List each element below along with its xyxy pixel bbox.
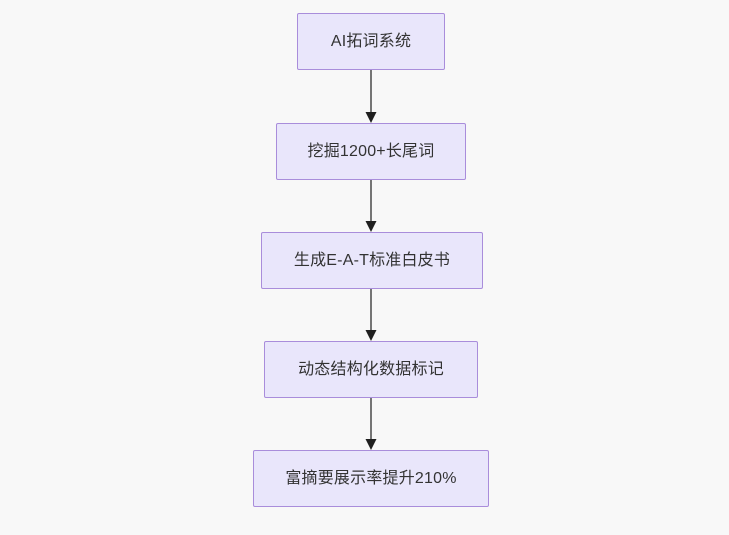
flow-node-dynamic-structured-data-markup[interactable]: 动态结构化数据标记 bbox=[264, 341, 478, 398]
flow-node-ai-keyword-system[interactable]: AI拓词系统 bbox=[297, 13, 445, 70]
edge-n4-n5 bbox=[365, 398, 377, 450]
flow-node-label: 富摘要展示率提升210% bbox=[285, 469, 457, 487]
edge-n1-n2 bbox=[365, 70, 377, 123]
edge-n2-n3 bbox=[365, 180, 377, 232]
flow-node-label: 生成E-A-T标准白皮书 bbox=[293, 251, 451, 269]
flow-node-rich-snippet-impression-lift[interactable]: 富摘要展示率提升210% bbox=[253, 450, 489, 507]
flow-node-label: 挖掘1200+长尾词 bbox=[307, 142, 435, 160]
flow-node-generate-eat-whitepaper[interactable]: 生成E-A-T标准白皮书 bbox=[261, 232, 483, 289]
flow-node-label: AI拓词系统 bbox=[330, 32, 412, 50]
edge-n3-n4 bbox=[365, 289, 377, 341]
flow-node-mine-longtail-keywords[interactable]: 挖掘1200+长尾词 bbox=[276, 123, 466, 180]
flow-node-label: 动态结构化数据标记 bbox=[298, 360, 444, 378]
